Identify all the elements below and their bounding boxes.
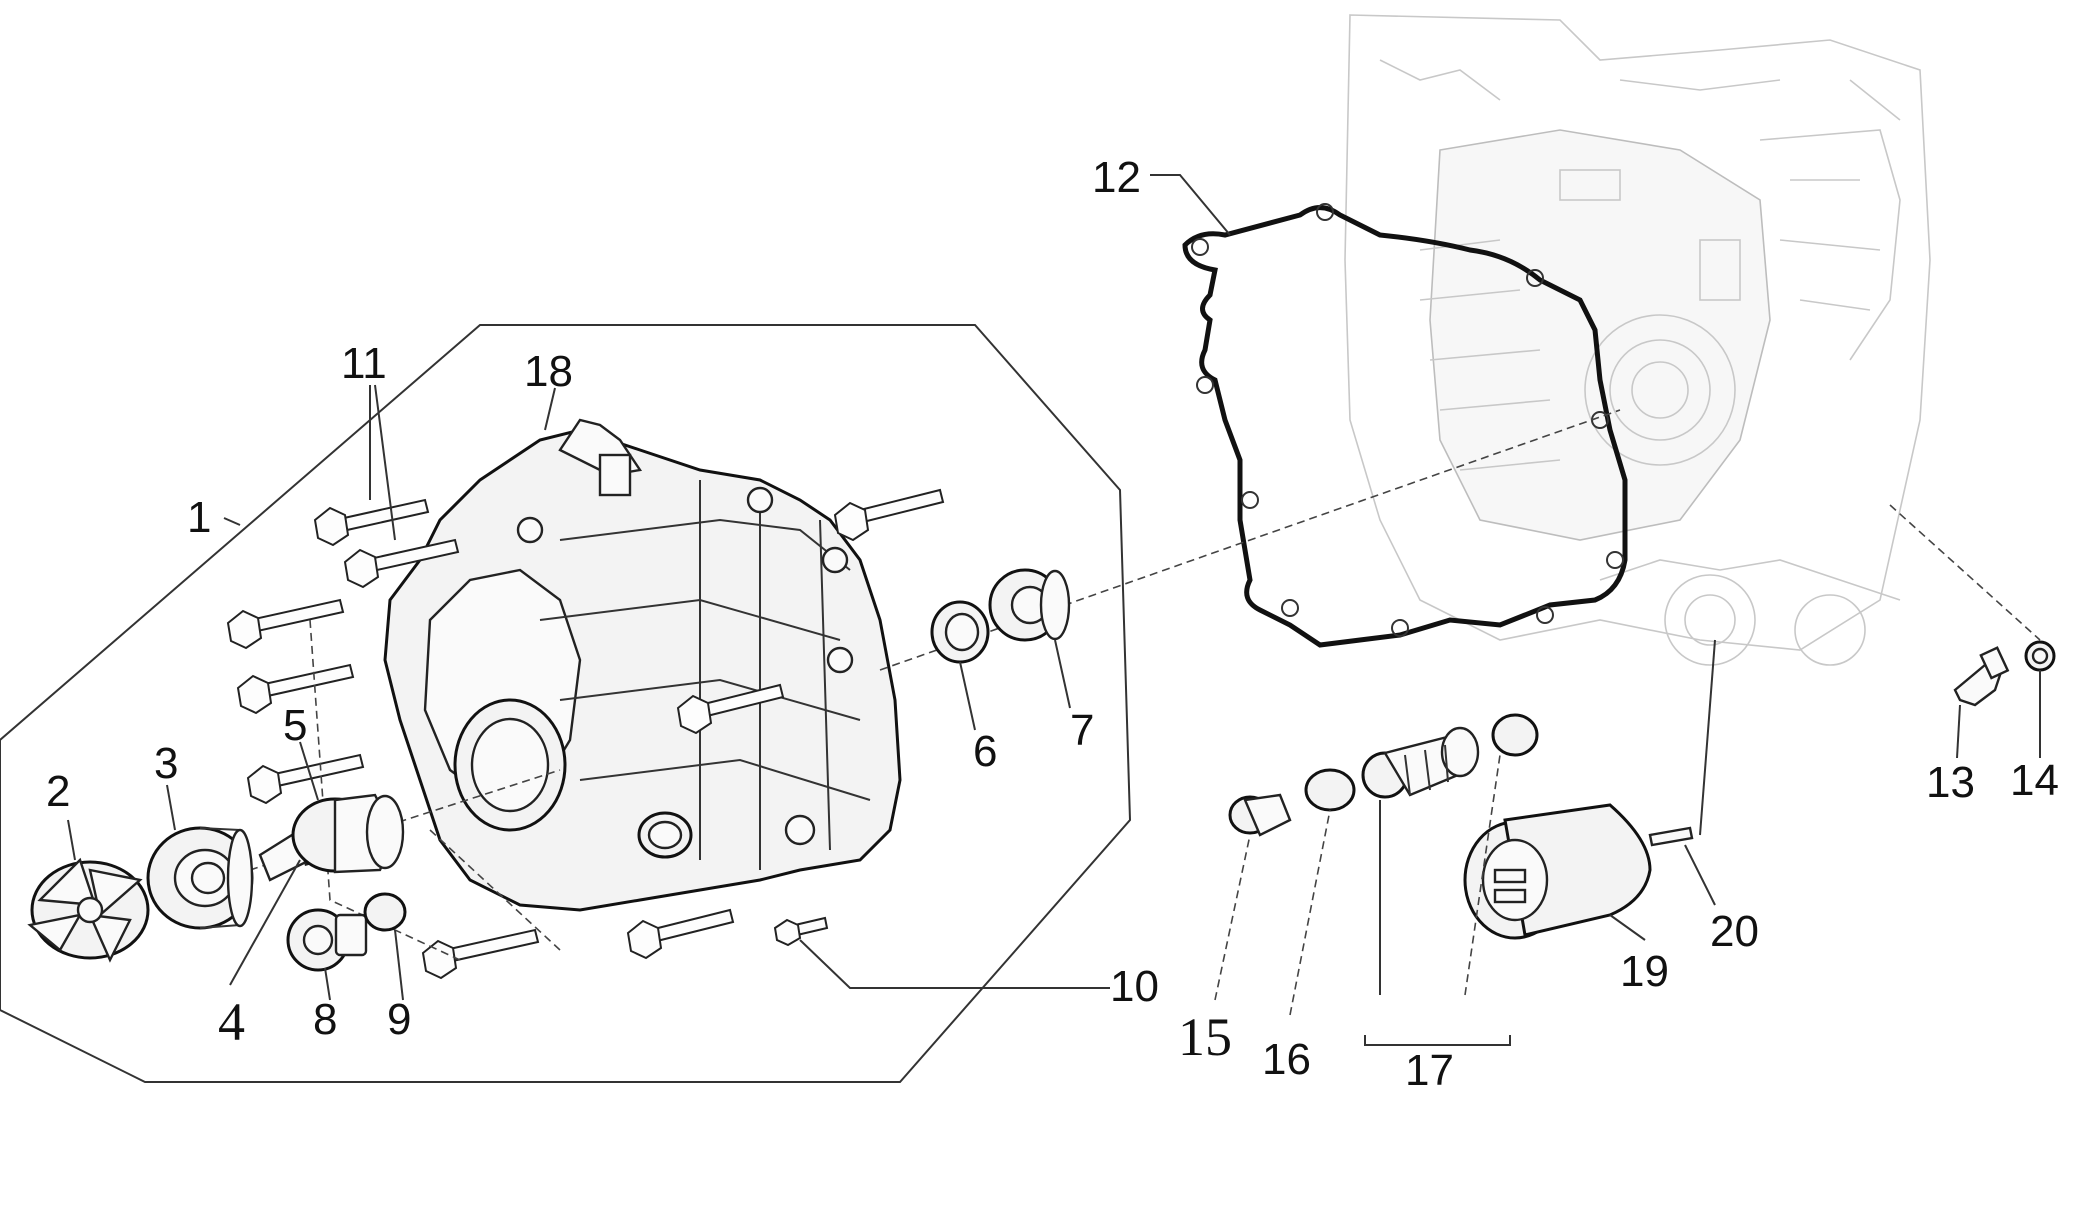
bolt-11-b: [343, 538, 460, 589]
bolt-h: [833, 488, 945, 542]
axis-line-13-14: [1889, 504, 2041, 641]
axis-line-bolt-a: [309, 619, 461, 961]
callout-20: 20: [1710, 907, 1759, 956]
callout-10: 10: [1110, 962, 1159, 1011]
oil-filter-19: [1463, 803, 1652, 940]
crankcase-cover: [383, 418, 902, 912]
callout-17: 17: [1405, 1046, 1454, 1095]
callout-14: 14: [2010, 756, 2059, 805]
callout-19: 19: [1620, 947, 1669, 996]
valve-15: [1228, 793, 1292, 837]
drain-plug: [286, 908, 368, 972]
gasket-outline: [1182, 205, 1628, 648]
stud-20: [1648, 826, 1694, 847]
leader-lines: [67, 174, 2041, 1046]
callout-12: 12: [1092, 153, 1141, 202]
o-ring-9: [363, 892, 407, 932]
bolt-group: [226, 488, 945, 980]
callout-16: 16: [1262, 1035, 1311, 1084]
callout-7: 7: [1070, 706, 1094, 755]
bolt-d: [236, 663, 355, 715]
seal-housing: [291, 793, 405, 874]
gasket-holes: [1191, 203, 1624, 637]
engine-block-ghost: [1344, 14, 1931, 666]
bolt-i: [676, 683, 785, 735]
bearing-3: [146, 826, 254, 930]
washer-14: [2024, 640, 2056, 672]
o-ring-17b: [1491, 713, 1539, 757]
callout-18: 18: [524, 347, 573, 396]
impeller: [27, 857, 150, 963]
bolt-c: [226, 598, 345, 650]
callout-11: 11: [341, 339, 387, 388]
callout-1: 1: [187, 493, 211, 542]
o-ring-16: [1304, 768, 1356, 812]
callout-8: 8: [313, 995, 337, 1044]
callout-4: 4: [218, 992, 245, 1052]
bolt-e: [246, 753, 365, 805]
oil-strainer-17: [1361, 726, 1480, 799]
bearing-7: [988, 568, 1071, 642]
callout-13: 13: [1926, 758, 1975, 807]
axis-line-seal: [879, 409, 1621, 671]
oil-seal-6: [930, 600, 990, 664]
callout-5: 5: [283, 701, 307, 750]
callout-3: 3: [154, 739, 178, 788]
bolt-11-a: [313, 498, 430, 547]
axis-line-bolt-b: [429, 829, 561, 951]
sensor-13: [1953, 646, 2010, 707]
callout-2: 2: [46, 767, 70, 816]
bolt-g: [626, 908, 735, 960]
callout-9: 9: [387, 995, 411, 1044]
callout-labels: 1 2 3 4 5 6 7 8 9 10 11 12 13 14 15 16 1…: [46, 153, 2059, 1095]
callout-6: 6: [973, 727, 997, 776]
callout-15: 15: [1178, 1007, 1232, 1067]
bolt-f: [421, 928, 540, 980]
kit-boundary-outline: [0, 324, 1132, 1083]
bolt-10-small: [773, 916, 829, 947]
